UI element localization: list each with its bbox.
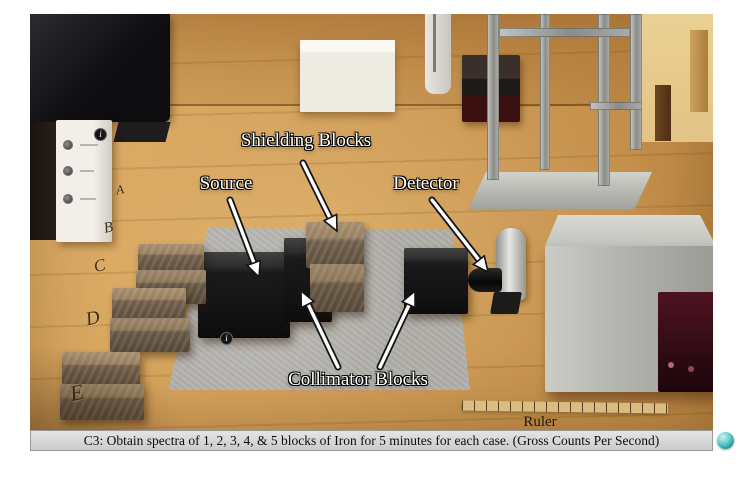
- detector-mount: [490, 292, 522, 314]
- detector-assembly[interactable]: [468, 228, 528, 324]
- instrument-label-text: [80, 144, 98, 146]
- iron-block[interactable]: [112, 288, 186, 320]
- instrument-knob[interactable]: [63, 140, 73, 150]
- instrument-knob[interactable]: [63, 194, 73, 204]
- collimator-block-right[interactable]: [404, 248, 468, 314]
- task-text: C3: Obtain spectra of 1, 2, 3, 4, & 5 bl…: [83, 432, 660, 448]
- source-info-icon[interactable]: i: [220, 332, 233, 345]
- stand-leg: [598, 14, 610, 186]
- iron-block[interactable]: [138, 244, 204, 272]
- chair-leg: [690, 30, 708, 112]
- shielding-block-stack[interactable]: [306, 222, 364, 312]
- lab-stand[interactable]: [468, 14, 658, 214]
- annotation-ruler: Ruler: [523, 414, 557, 430]
- iron-block-stack-e[interactable]: [60, 352, 144, 420]
- panel-dial: [668, 362, 674, 368]
- iron-block[interactable]: [62, 352, 140, 386]
- stand-crossbar: [499, 28, 630, 37]
- iron-block-stack-d[interactable]: [110, 288, 190, 352]
- panel-dial: [688, 366, 694, 372]
- stand-crossbar: [590, 102, 642, 110]
- annotation-detector: Detector: [393, 173, 459, 194]
- instrument-label-text: [80, 198, 96, 200]
- mca-top-face: [545, 215, 713, 246]
- iron-block[interactable]: [110, 318, 190, 352]
- source-block[interactable]: [198, 252, 290, 338]
- instrument-info-icon[interactable]: i: [94, 128, 107, 141]
- position-marker-c: C: [92, 255, 108, 276]
- table-leg: [655, 85, 671, 141]
- storage-box[interactable]: [300, 40, 395, 112]
- mca-enclosure[interactable]: [545, 215, 713, 395]
- task-bar: C3: Obtain spectra of 1, 2, 3, 4, & 5 bl…: [30, 430, 713, 451]
- lab-3d-viewport[interactable]: i i: [30, 14, 713, 431]
- ruler[interactable]: [461, 400, 669, 414]
- background-pole: [425, 14, 451, 94]
- monitor[interactable]: [30, 14, 170, 122]
- shielding-block[interactable]: [306, 222, 364, 268]
- mca-maroon-panel: [658, 292, 713, 392]
- position-marker-d: D: [83, 306, 102, 331]
- detector-snout: [468, 268, 502, 292]
- monitor-stand: [113, 122, 171, 142]
- annotation-collimator-blocks: Collimator Blocks: [288, 369, 428, 390]
- shielding-block[interactable]: [310, 264, 364, 312]
- stand-leg: [630, 14, 642, 150]
- instrument-label-text: [80, 170, 94, 172]
- help-icon[interactable]: [717, 432, 734, 449]
- counter-instrument[interactable]: i: [56, 120, 112, 242]
- position-marker-a: A: [114, 181, 126, 198]
- iron-block[interactable]: [60, 384, 144, 420]
- annotation-source: Source: [199, 173, 253, 194]
- equipment-side-panel: [30, 122, 58, 240]
- stand-leg: [540, 14, 550, 170]
- annotation-shielding-blocks: Shielding Blocks: [240, 130, 372, 151]
- background-rod: [433, 14, 436, 72]
- instrument-knob[interactable]: [63, 166, 73, 176]
- stand-leg: [487, 14, 499, 180]
